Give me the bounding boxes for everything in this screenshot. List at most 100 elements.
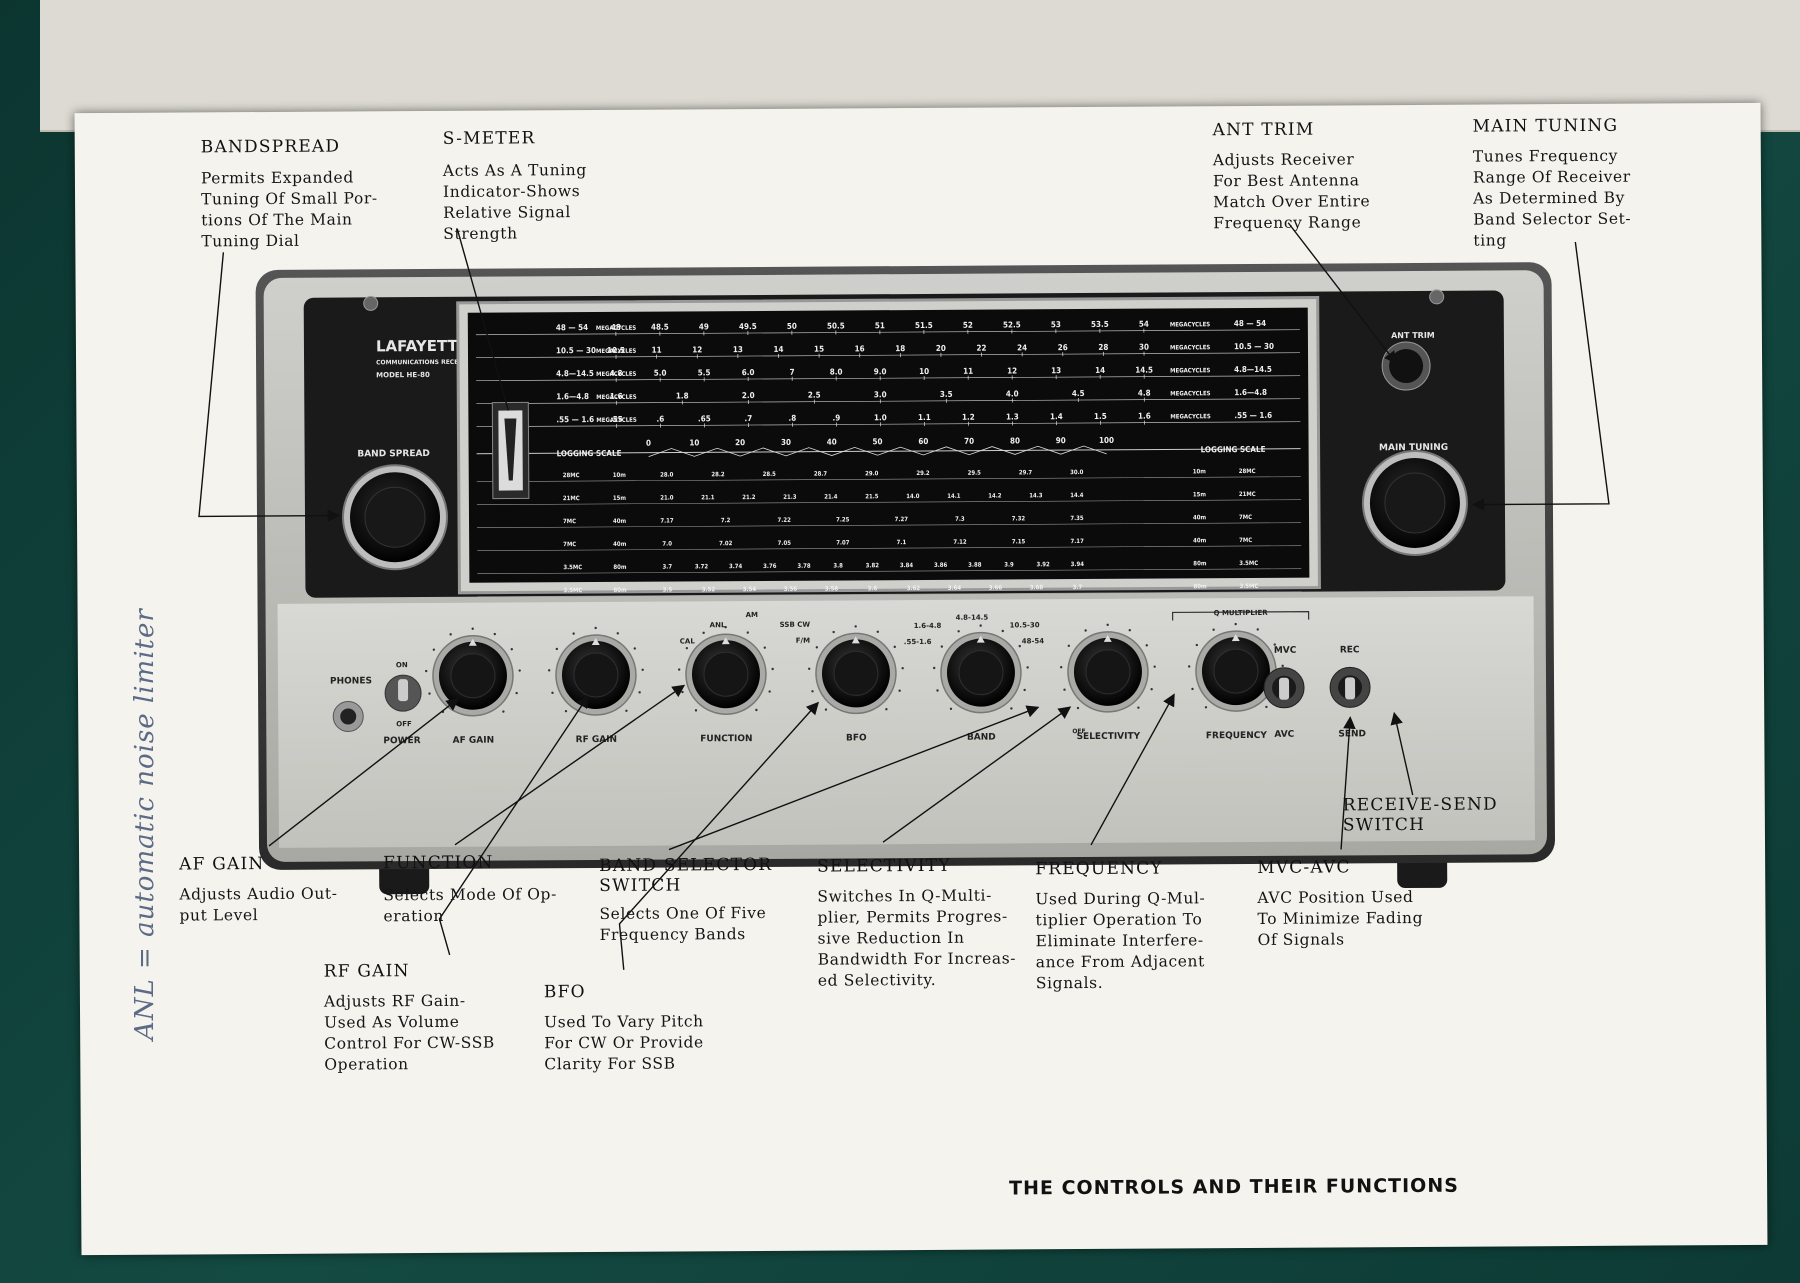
ham-tick-label: 7.0 [662, 541, 672, 548]
mvc-avc-text: AVC Position Used To Minimize Fading Of … [1257, 887, 1424, 949]
ham-tick-label: 7.32 [1012, 515, 1026, 522]
function-mark-fm: F/M [796, 637, 810, 645]
dial-megacycles-label: MEGACYCLES [1170, 344, 1210, 351]
band-mark-055: .55-1.6 [904, 638, 932, 646]
ham-band-label: 3.5MC [563, 587, 582, 594]
logging-scale-label: LOGGING SCALE [1201, 445, 1266, 454]
ham-tick-label: 7.3 [955, 516, 965, 523]
dial-tick-label: .65 [698, 414, 711, 423]
power-switch[interactable] [384, 674, 422, 712]
page-title: THE CONTROLS AND THEIR FUNCTIONS [1009, 1174, 1459, 1200]
ham-band-label: 80m [1193, 583, 1207, 590]
dial-tick-label: 52 [963, 321, 973, 330]
dial-tick-label: 5.0 [654, 369, 667, 378]
ham-tick-label: 3.68 [1030, 584, 1044, 591]
dial-tick-label: 1.4 [1050, 412, 1063, 421]
function-mark-cal: CAL [680, 637, 696, 645]
dial-tick-label: 2.0 [742, 391, 755, 400]
rf-gain-panel-label: RF GAIN [576, 735, 618, 745]
receiver-photo: LAFAYETTE COMMUNICATIONS RECEIVER MODEL … [255, 262, 1555, 895]
dial-tick-label: 9.0 [874, 367, 887, 376]
s-meter [491, 401, 530, 500]
band-knob[interactable] [940, 631, 1022, 714]
dial-tick-label: 12 [1007, 366, 1017, 375]
dial-megacycles-label: MEGACYCLES [1170, 413, 1210, 420]
ham-tick-label: 7.17 [1070, 538, 1084, 545]
logging-tick-label: 90 [1056, 436, 1066, 445]
ham-band-label: 10m [613, 472, 627, 479]
ham-band-label: 28MC [1239, 468, 1256, 475]
ham-tick-label: 29.7 [1019, 469, 1033, 476]
ham-tick-label: 7.1 [897, 539, 907, 546]
ham-tick-label: 7.12 [953, 539, 967, 546]
logging-tick-label: 30 [781, 438, 791, 447]
ham-tick-label: 3.88 [968, 562, 982, 569]
brand-logo: LAFAYETTE [376, 337, 468, 356]
dial-tick-label: 51.5 [915, 321, 933, 330]
receive-send-switch[interactable] [1329, 666, 1371, 708]
band-selector-text: Selects One Of Five Frequency Bands [599, 903, 767, 944]
ham-tick-label: 3.7 [663, 564, 673, 571]
dial-tick-label: 1.6 [1138, 412, 1151, 421]
ham-band-label: 7MC [1239, 537, 1252, 544]
ham-tick-label: 3.72 [695, 563, 709, 570]
dial-tick-label: 1.6 [610, 392, 623, 401]
ham-tick-label: 14.1 [947, 493, 961, 500]
ham-tick-label: 28.7 [814, 471, 828, 478]
ham-band-label: 15m [613, 495, 627, 502]
dial-megacycles-label: MEGACYCLES [596, 348, 636, 355]
dial-tick-label: 4.8 [1138, 389, 1151, 398]
ant-trim-knob[interactable] [1381, 341, 1431, 391]
logging-tick-label: 60 [918, 437, 928, 446]
logging-tick-label: 20 [735, 438, 745, 447]
dial-tick-label: 53 [1051, 320, 1061, 329]
dial-tick-label: 28 [1098, 343, 1108, 352]
main-tuning-knob[interactable] [1361, 449, 1468, 556]
ham-band-label: 15m [1193, 491, 1207, 498]
ham-tick-label: 3.8 [833, 562, 843, 569]
ham-tick-label: 3.66 [989, 585, 1003, 592]
ham-band-label: 28MC [563, 472, 580, 479]
handwritten-note: ANL = automatic noise limiter [130, 608, 160, 1040]
dial-tick-label: 48.5 [651, 323, 669, 332]
ham-band-label: 21MC [1239, 491, 1256, 498]
bandspread-knob[interactable] [342, 464, 449, 571]
dial-tick-label: .8 [789, 414, 797, 423]
ham-tick-label: 7.2 [721, 517, 731, 524]
dial-tick-label: 1.5 [1094, 412, 1107, 421]
ham-tick-label: 3.7 [1073, 584, 1083, 591]
dial-band-label: 1.6—4.8 [556, 392, 589, 401]
brand-subtitle: COMMUNICATIONS RECEIVER [376, 359, 474, 367]
ham-band-label: 40m [613, 518, 627, 525]
ham-band-label: 3.5MC [563, 564, 582, 571]
bfo-label: BFO [543, 982, 586, 1003]
ham-tick-label: 3.64 [948, 585, 962, 592]
dial-megacycles-label: MEGACYCLES [596, 325, 636, 332]
ham-tick-label: 28.5 [763, 471, 777, 478]
function-knob[interactable] [685, 633, 767, 715]
af-gain-knob[interactable] [432, 634, 514, 717]
bfo-knob[interactable] [815, 632, 897, 715]
mvc-label: MVC [1274, 646, 1297, 656]
dial-tick-label: 49 [699, 322, 709, 331]
function-mark-anl: ANL [710, 621, 726, 629]
ham-tick-label: 7.22 [777, 517, 791, 524]
band-selector-label: BAND SELECTOR SWITCH [599, 854, 773, 896]
dial-megacycles-label: MEGACYCLES [1170, 390, 1210, 397]
dial-tick-label: 54 [1139, 320, 1149, 329]
selectivity-knob[interactable] [1067, 631, 1149, 713]
manual-page: BANDSPREAD Permits Expanded Tuning Of Sm… [74, 102, 1768, 1256]
bfo-text: Used To Vary Pitch For CW Or Provide Cla… [544, 1012, 704, 1074]
phones-jack[interactable] [332, 700, 364, 732]
dial-megacycles-label: MEGACYCLES [596, 394, 636, 401]
rec-label: REC [1340, 645, 1360, 655]
dial-tick-label: 11 [963, 367, 973, 376]
ham-tick-label: 3.5 [663, 587, 673, 594]
dial-megacycles-label: MEGACYCLES [1170, 321, 1210, 328]
rf-gain-knob[interactable] [555, 634, 637, 716]
dial-tick-label: 26 [1058, 343, 1068, 352]
q-multiplier-label: Q MULTIPLIER [1214, 609, 1269, 617]
ham-tick-label: 7.27 [895, 516, 909, 523]
mvc-avc-switch[interactable] [1263, 667, 1305, 709]
frequency-knob[interactable] [1195, 630, 1277, 712]
